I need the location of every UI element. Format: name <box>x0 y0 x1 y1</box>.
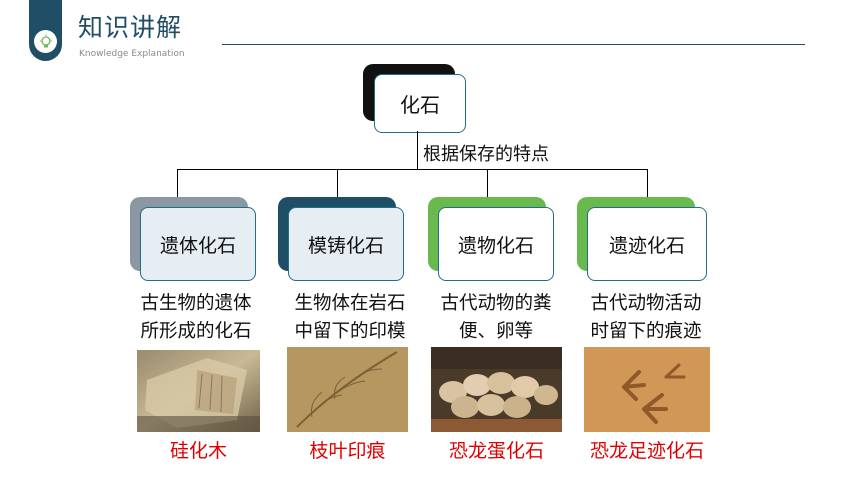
page-subtitle: Knowledge Explanation <box>79 49 185 59</box>
category-4-desc-line1: 古代动物活动 <box>590 293 702 314</box>
category-4-description: 古代动物活动 时留下的痕迹 <box>576 290 716 346</box>
category-3-description: 古代动物的粪 便、卵等 <box>428 290 564 346</box>
page-title: 知识讲解 <box>78 13 183 42</box>
category-1-box: 遗体化石 <box>140 207 256 281</box>
category-1-label: 遗体化石 <box>159 234 236 257</box>
category-2-caption: 枝叶印痕 <box>309 440 386 462</box>
category-2-label: 模铸化石 <box>307 234 384 257</box>
category-3-desc-line2: 便、卵等 <box>458 321 533 342</box>
root-node: 化石 <box>374 74 466 133</box>
branch-bar-line <box>177 169 648 170</box>
category-3-desc-line1: 古代动物的粪 <box>440 293 552 314</box>
dinosaur-footprint-photo <box>584 347 710 432</box>
trunk-line <box>417 131 418 170</box>
category-2-desc-line2: 中留下的印模 <box>294 321 406 342</box>
category-4-caption: 恐龙足迹化石 <box>589 440 704 462</box>
branch-drop-3 <box>487 169 488 199</box>
category-4-box: 遗迹化石 <box>587 207 707 281</box>
dinosaur-egg-photo <box>431 347 562 432</box>
category-1-caption: 硅化木 <box>169 440 227 462</box>
category-2-box: 模铸化石 <box>288 207 404 281</box>
petrified-wood-photo <box>137 350 260 432</box>
leaf-imprint-photo <box>287 347 408 432</box>
branch-drop-4 <box>647 169 648 199</box>
header-divider <box>222 44 805 45</box>
category-1-description: 古生物的遗体 所形成的化石 <box>128 290 264 346</box>
branch-drop-1 <box>177 169 178 199</box>
root-node-label: 化石 <box>400 93 440 117</box>
lightbulb-icon <box>34 30 57 53</box>
category-2-desc-line1: 生物体在岩石 <box>294 293 406 314</box>
category-1-desc-line1: 古生物的遗体 <box>140 293 252 314</box>
category-3-label: 遗物化石 <box>457 234 534 257</box>
category-4-label: 遗迹化石 <box>608 234 685 257</box>
category-4-desc-line2: 时留下的痕迹 <box>590 321 702 342</box>
category-1-desc-line2: 所形成的化石 <box>140 321 252 342</box>
category-3-box: 遗物化石 <box>438 207 554 281</box>
header-badge <box>29 0 62 61</box>
category-2-description: 生物体在岩石 中留下的印模 <box>282 290 418 346</box>
branch-label: 根据保存的特点 <box>423 144 549 165</box>
category-3-caption: 恐龙蛋化石 <box>448 440 544 462</box>
branch-drop-2 <box>337 169 338 199</box>
